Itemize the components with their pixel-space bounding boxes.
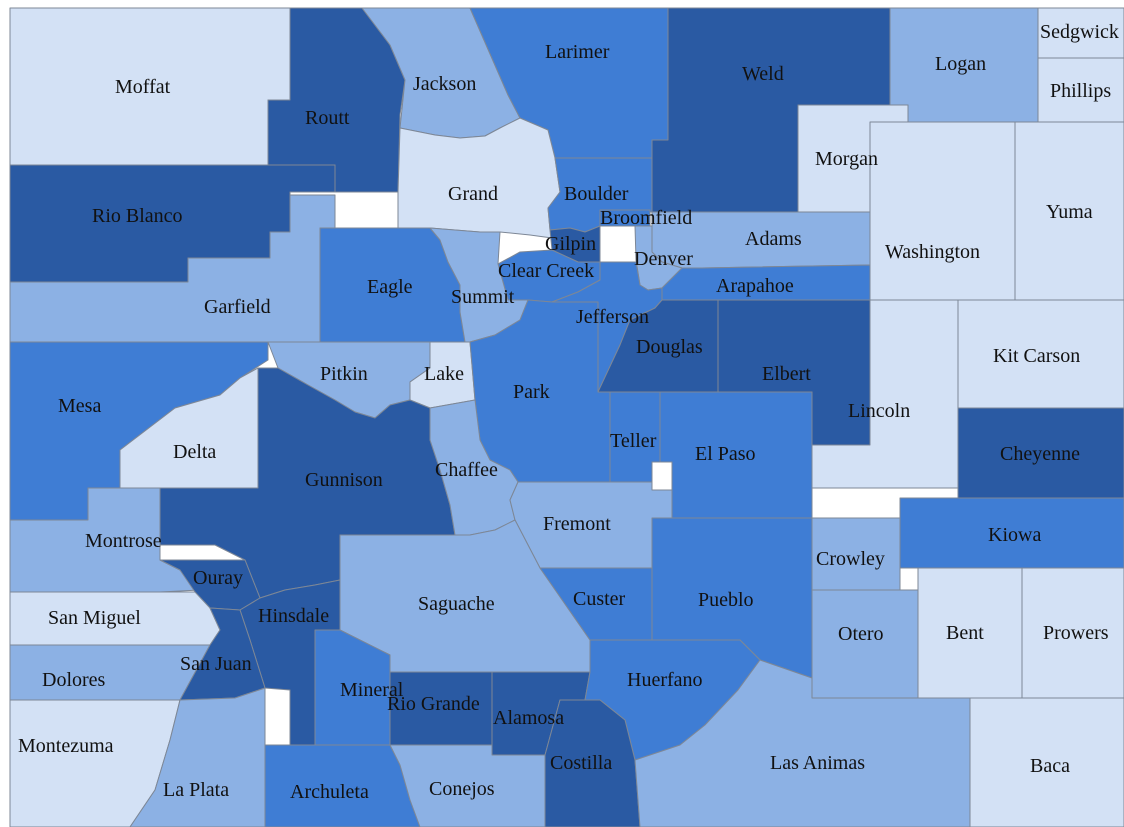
- county-washington[interactable]: [869, 121, 1016, 301]
- county-label-broomfield: Broomfield: [600, 207, 692, 229]
- county-baca[interactable]: [969, 697, 1124, 827]
- county-costilla[interactable]: [544, 699, 641, 827]
- county-regions: [9, 7, 1124, 827]
- county-label-fremont: Fremont: [543, 513, 611, 535]
- county-label-bent: Bent: [946, 622, 984, 644]
- county-label-lincoln: Lincoln: [848, 400, 910, 422]
- county-label-kit-carson: Kit Carson: [993, 345, 1080, 367]
- county-label-summit: Summit: [451, 286, 515, 308]
- county-label-montrose: Montrose: [85, 530, 162, 552]
- county-las-animas[interactable]: [634, 659, 971, 827]
- county-grand[interactable]: [397, 117, 561, 239]
- county-label-rio-grande: Rio Grande: [387, 693, 480, 715]
- county-label-san-miguel: San Miguel: [48, 607, 141, 629]
- county-label-adams: Adams: [745, 228, 802, 250]
- county-label-mesa: Mesa: [58, 395, 101, 417]
- county-label-jackson: Jackson: [413, 73, 476, 95]
- county-label-pueblo: Pueblo: [698, 589, 754, 611]
- county-yuma[interactable]: [1014, 121, 1124, 301]
- county-label-yuma: Yuma: [1046, 201, 1093, 223]
- county-label-teller: Teller: [610, 430, 657, 452]
- county-label-cheyenne: Cheyenne: [1000, 443, 1080, 465]
- county-label-saguache: Saguache: [418, 593, 495, 615]
- county-label-washington: Washington: [885, 241, 980, 263]
- county-label-rio-blanco: Rio Blanco: [92, 205, 183, 227]
- county-label-jefferson: Jefferson: [576, 306, 649, 328]
- county-label-montezuma: Montezuma: [18, 735, 114, 757]
- county-label-otero: Otero: [838, 623, 884, 645]
- county-label-lake: Lake: [424, 363, 464, 385]
- county-label-baca: Baca: [1030, 755, 1070, 777]
- county-label-costilla: Costilla: [550, 752, 612, 774]
- county-label-elbert: Elbert: [762, 363, 811, 385]
- county-label-logan: Logan: [935, 53, 986, 75]
- county-label-denver: Denver: [634, 248, 693, 270]
- county-label-park: Park: [513, 381, 550, 403]
- county-label-conejos: Conejos: [429, 778, 495, 800]
- county-label-grand: Grand: [448, 183, 498, 205]
- county-label-morgan: Morgan: [815, 148, 878, 170]
- county-cheyenne[interactable]: [957, 407, 1124, 499]
- county-label-eagle: Eagle: [367, 276, 413, 298]
- county-label-alamosa: Alamosa: [493, 707, 564, 729]
- county-label-boulder: Boulder: [564, 183, 629, 205]
- county-prowers[interactable]: [1021, 567, 1124, 699]
- county-label-mineral: Mineral: [340, 679, 404, 701]
- county-label-moffat: Moffat: [115, 76, 171, 98]
- county-label-weld: Weld: [742, 63, 784, 85]
- county-label-kiowa: Kiowa: [988, 524, 1041, 546]
- county-label-las-animas: Las Animas: [770, 752, 865, 774]
- county-label-gilpin: Gilpin: [545, 233, 596, 255]
- county-label-sedgwick: Sedgwick: [1040, 21, 1119, 43]
- county-conejos[interactable]: [389, 744, 546, 827]
- county-label-el-paso: El Paso: [695, 443, 756, 465]
- county-phillips[interactable]: [1037, 57, 1124, 123]
- county-label-arapahoe: Arapahoe: [716, 275, 794, 297]
- county-la-plata[interactable]: [129, 687, 266, 827]
- county-label-garfield: Garfield: [204, 296, 271, 318]
- county-label-huerfano: Huerfano: [627, 669, 703, 691]
- county-label-prowers: Prowers: [1043, 622, 1109, 644]
- county-label-chaffee: Chaffee: [435, 459, 498, 481]
- county-label-phillips: Phillips: [1050, 80, 1111, 102]
- county-label-ouray: Ouray: [193, 567, 243, 589]
- county-label-custer: Custer: [573, 588, 626, 610]
- county-label-clear-creek: Clear Creek: [498, 260, 594, 282]
- county-label-delta: Delta: [173, 441, 216, 463]
- county-label-hinsdale: Hinsdale: [258, 605, 329, 627]
- county-label-dolores: Dolores: [42, 669, 106, 691]
- county-label-la-plata: La Plata: [163, 779, 229, 801]
- county-label-pitkin: Pitkin: [320, 363, 368, 385]
- county-label-san-juan: San Juan: [180, 653, 252, 675]
- county-sedgwick[interactable]: [1037, 7, 1124, 59]
- county-label-crowley: Crowley: [816, 548, 885, 570]
- county-label-archuleta: Archuleta: [290, 781, 369, 803]
- county-label-larimer: Larimer: [545, 41, 610, 63]
- county-label-routt: Routt: [305, 107, 350, 129]
- county-label-douglas: Douglas: [636, 336, 703, 358]
- county-label-gunnison: Gunnison: [305, 469, 383, 491]
- county-labels: Moffat Routt Jackson Larimer Weld Logan …: [18, 21, 1119, 803]
